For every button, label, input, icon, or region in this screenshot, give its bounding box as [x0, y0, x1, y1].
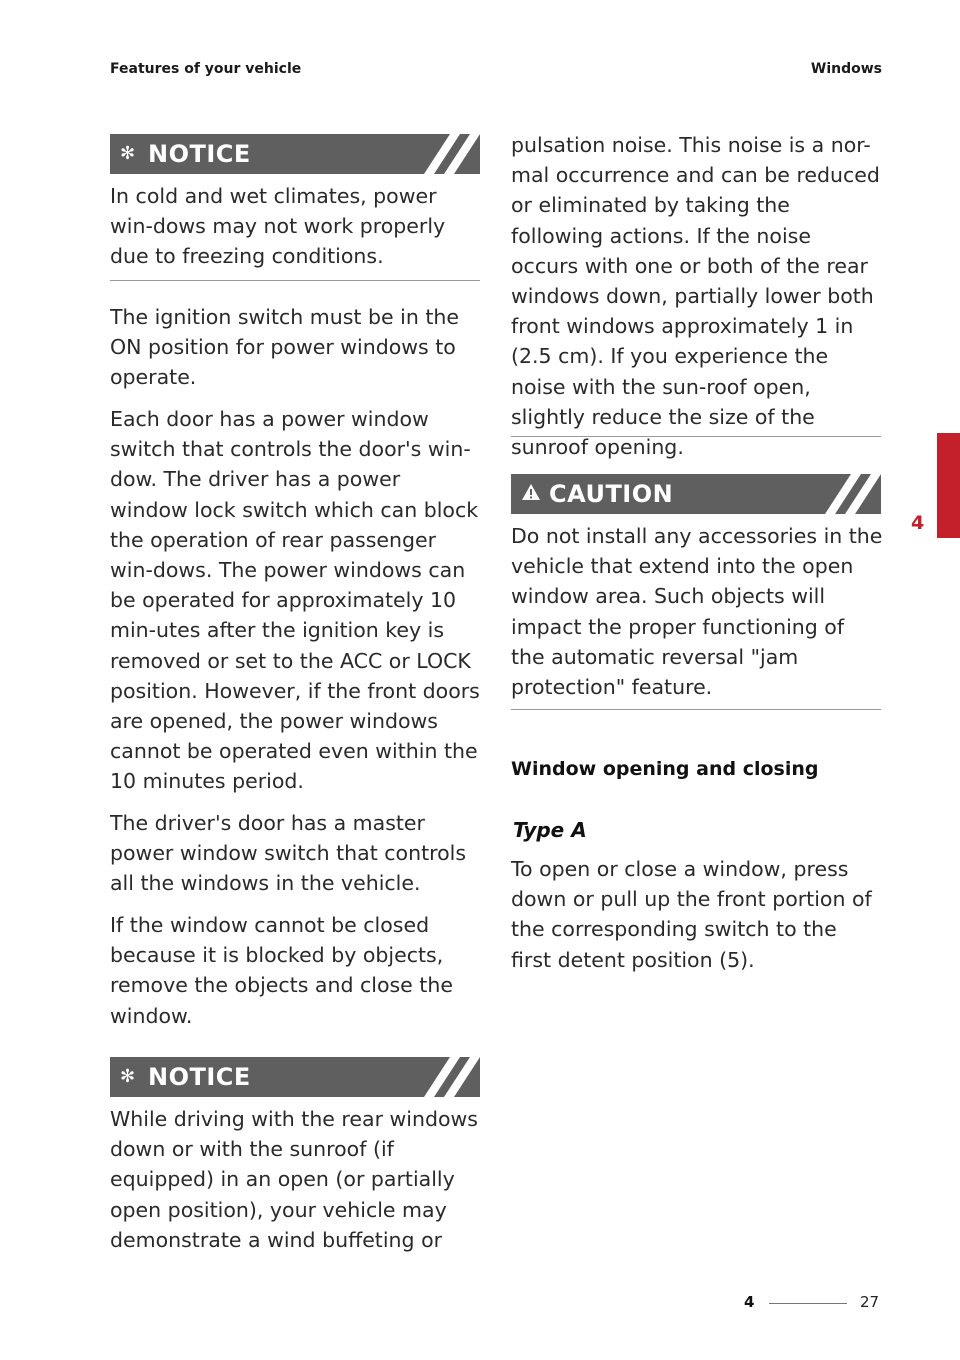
page-number: 27 — [860, 1293, 880, 1311]
notice-banner: ✻ NOTICE — [110, 134, 480, 174]
paragraph: The ignition switch must be in the ON po… — [110, 305, 459, 390]
paragraph: To open or close a window, press down or… — [511, 857, 872, 972]
paragraph: pulsation noise. This noise is a nor-mal… — [511, 133, 880, 460]
asterisk-icon: ✻ — [120, 1066, 136, 1087]
paragraph: If the window cannot be closed because i… — [110, 913, 453, 1028]
notice-text: While driving with the rear windows down… — [110, 1107, 478, 1252]
footer-chapter: 4 — [744, 1293, 755, 1311]
footer-divider — [769, 1303, 847, 1304]
paragraph: The driver's door has a master power win… — [110, 811, 467, 896]
chapter-tab — [937, 433, 960, 538]
stripes-decoration — [424, 134, 480, 174]
subsection-heading: Type A — [513, 818, 587, 842]
notice-text: In cold and wet climates, power win-dows… — [110, 184, 446, 269]
caution-banner: CAUTION — [511, 474, 881, 514]
divider — [110, 280, 480, 281]
stripes-decoration — [424, 1057, 480, 1097]
running-header-topic: Windows — [810, 61, 882, 77]
notice-banner: ✻ NOTICE — [110, 1057, 480, 1097]
warning-triangle-icon — [521, 482, 541, 508]
chapter-tab-number: 4 — [911, 512, 925, 534]
paragraph: Each door has a power window switch that… — [110, 407, 480, 794]
stripes-decoration — [825, 474, 881, 514]
caution-label: CAUTION — [549, 480, 674, 508]
running-header-section: Features of your vehicle — [110, 61, 302, 77]
section-heading: Window opening and closing — [511, 758, 819, 780]
divider — [511, 709, 881, 710]
notice-label: NOTICE — [148, 1063, 251, 1091]
notice-label: NOTICE — [148, 140, 251, 168]
asterisk-icon: ✻ — [120, 143, 136, 164]
caution-text: Do not install any accessories in the ve… — [511, 524, 883, 700]
divider — [511, 436, 881, 437]
